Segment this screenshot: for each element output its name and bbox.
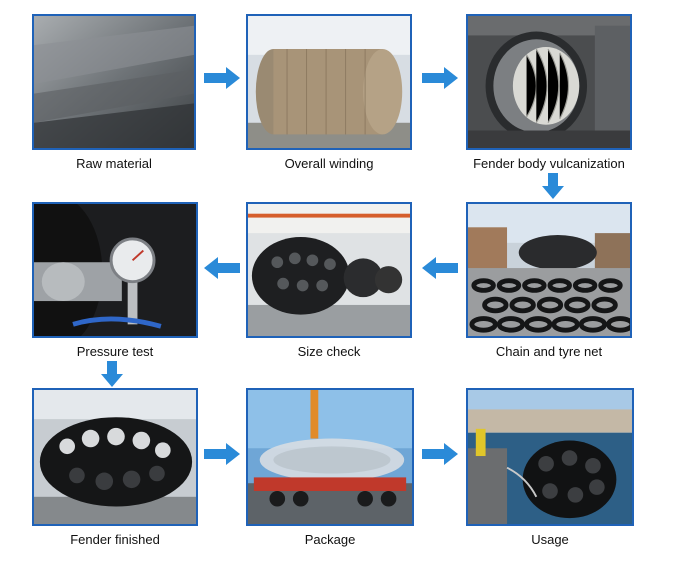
- label-size-check: Size check: [297, 344, 361, 359]
- arrow-right-icon: [204, 67, 240, 89]
- label-overall-winding: Overall winding: [284, 156, 374, 171]
- photo-usage: [466, 388, 634, 526]
- arrow-right-icon: [422, 443, 458, 465]
- arrow-right-icon: [204, 443, 240, 465]
- photo-pressure-test: [32, 202, 198, 338]
- label-package: Package: [304, 532, 356, 547]
- label-chain-and-tyre-net: Chain and tyre net: [495, 344, 603, 359]
- label-pressure-test: Pressure test: [76, 344, 154, 359]
- arrow-down-icon: [542, 173, 564, 199]
- photo-chain-and-tyre-net: [466, 202, 632, 338]
- arrow-left-icon: [204, 257, 240, 279]
- arrow-right-icon: [422, 67, 458, 89]
- photo-size-check: [246, 202, 412, 338]
- photo-package: [246, 388, 414, 526]
- label-usage: Usage: [531, 532, 569, 547]
- arrow-down-icon: [101, 361, 123, 387]
- photo-overall-winding: [246, 14, 412, 150]
- label-fender-body-vulcanization: Fender body vulcanization: [473, 156, 625, 171]
- label-fender-finished: Fender finished: [70, 532, 160, 547]
- photo-fender-finished: [32, 388, 198, 526]
- photo-fender-body-vulcanization: [466, 14, 632, 150]
- arrow-left-icon: [422, 257, 458, 279]
- photo-raw-material: [32, 14, 196, 150]
- label-raw-material: Raw material: [76, 156, 152, 171]
